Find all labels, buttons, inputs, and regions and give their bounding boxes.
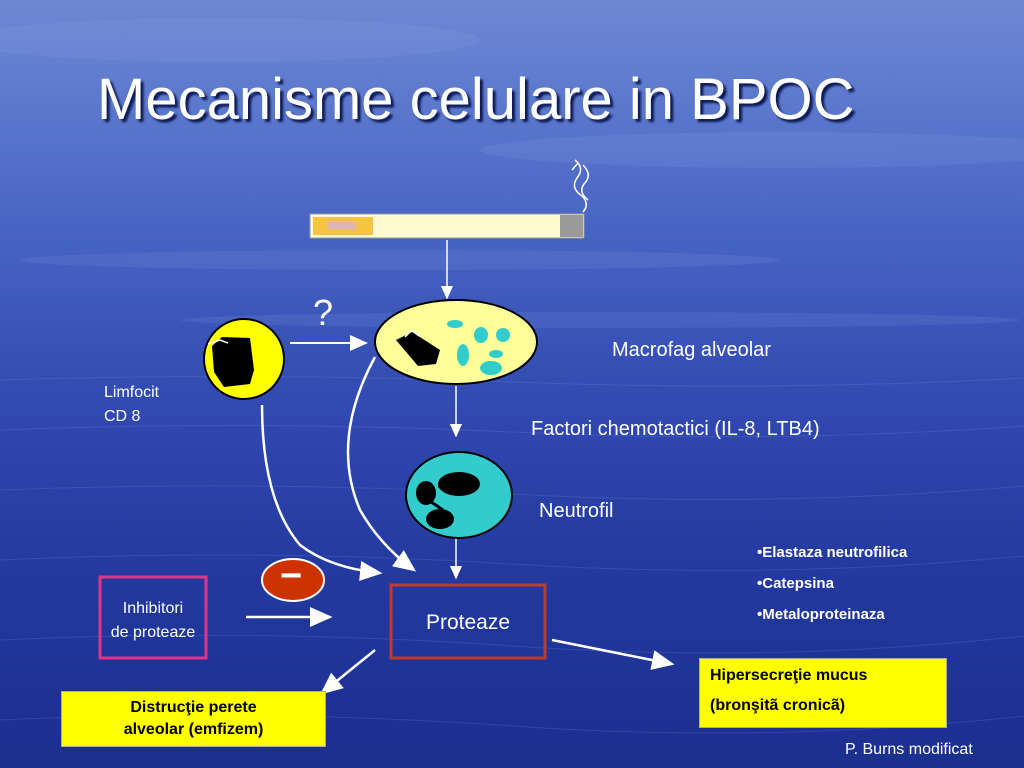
- smoke-icon: [571, 159, 589, 213]
- inhibitori-label: Inhibitori de proteaze: [100, 597, 206, 645]
- bullet-item: •Elastaza neutrofilica: [757, 544, 908, 561]
- limfocit-cell: [203, 318, 285, 400]
- neutrofil-label: Neutrofil: [539, 500, 614, 522]
- arrow-macrofag-to-proteaze: [346, 356, 417, 572]
- inhibitori-label-line1: Inhibitori: [122, 600, 184, 617]
- hipersecretie-line2: (bronşitã cronicã): [710, 697, 846, 714]
- inhibitori-label-line2: de proteaze: [110, 624, 196, 641]
- distructie-line2: alveolar (emfizem): [123, 721, 264, 738]
- question-mark: ?: [313, 292, 334, 333]
- minus-badge: [261, 558, 325, 602]
- cigarette-icon: [309, 213, 585, 239]
- distructie-box: Distrucţie perete alveolar (emfizem): [61, 691, 326, 747]
- credit-label: P. Burns modificat: [845, 741, 973, 758]
- distructie-line1: Distrucţie perete: [130, 699, 257, 716]
- limfocit-label-line2: CD 8: [104, 408, 141, 425]
- proteaze-label: Proteaze: [425, 611, 511, 634]
- neutrofil-cell: [405, 451, 513, 539]
- arrow-limfocit-to-proteaze: [260, 404, 383, 581]
- arrow-proteaze-to-hipersecretie: [551, 638, 675, 670]
- proteaze-box-border: [389, 583, 547, 660]
- inhibitori-box-border: [98, 575, 208, 660]
- bullet-item: •Metaloproteinaza: [757, 606, 885, 623]
- hipersecretie-box: Hipersecreţie mucus (bronşitã cronicã): [699, 658, 947, 728]
- macrofag-label: Macrofag alveolar: [612, 339, 771, 361]
- arrow-proteaze-to-distructie: [320, 649, 376, 695]
- hipersecretie-line1: Hipersecreţie mucus: [710, 667, 868, 684]
- macrofag-cell: [374, 299, 538, 385]
- bullet-item: •Catepsina: [757, 575, 834, 592]
- minus-sign: −: [280, 555, 303, 597]
- limfocit-label-line1: Limfocit: [104, 384, 160, 401]
- factori-label: Factori chemotactici (IL-8, LTB4): [531, 418, 820, 440]
- slide-title: Mecanisme celulare in BPOC: [97, 67, 855, 132]
